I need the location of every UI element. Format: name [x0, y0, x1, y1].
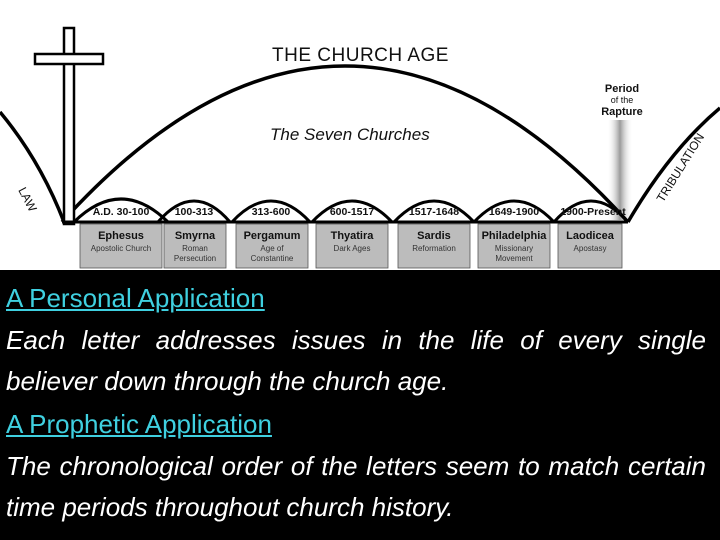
church-age-dome [60, 64, 630, 224]
svg-text:Sardis: Sardis [417, 230, 451, 242]
svg-text:100-313: 100-313 [175, 206, 214, 218]
church-age-diagram: THE CHURCH AGE The Seven Churches LAW TR… [0, 0, 720, 270]
svg-text:Laodicea: Laodicea [566, 230, 615, 242]
svg-text:A.D. 30-100: A.D. 30-100 [93, 206, 150, 218]
law-arc [0, 110, 66, 223]
svg-text:Pergamum: Pergamum [244, 230, 301, 242]
svg-text:Apostasy: Apostasy [574, 244, 607, 253]
diagram-subtitle: The Seven Churches [270, 125, 430, 144]
prophetic-application-heading: A Prophetic Application [6, 409, 272, 439]
svg-text:1900-Present: 1900-Present [560, 206, 626, 218]
era-labels: A.D. 30-100 100-313 313-600 600-1517 151… [93, 206, 627, 218]
law-label: LAW [15, 185, 40, 215]
tribulation-label: TRIBULATION [654, 131, 707, 205]
svg-text:Rapture: Rapture [601, 106, 643, 118]
svg-text:1517-1648: 1517-1648 [409, 206, 459, 218]
church-names: Ephesus Smyrna Pergamum Thyatira Sardis … [98, 230, 615, 242]
personal-application-heading: A Personal Application [6, 283, 265, 313]
svg-text:Roman: Roman [182, 244, 208, 253]
svg-text:313-600: 313-600 [252, 206, 291, 218]
svg-text:Age of: Age of [260, 244, 284, 253]
svg-text:Dark Ages: Dark Ages [334, 244, 371, 253]
cross-icon [33, 26, 105, 226]
church-arches [72, 197, 630, 224]
svg-text:Reformation: Reformation [412, 244, 456, 253]
svg-text:Persecution: Persecution [174, 254, 216, 263]
svg-text:Apostolic Church: Apostolic Church [91, 244, 151, 253]
svg-text:1649-1900: 1649-1900 [489, 206, 539, 218]
prophetic-application-body: The chronological order of the letters s… [6, 451, 706, 522]
svg-text:Thyatira: Thyatira [331, 230, 375, 242]
diagram-title: THE CHURCH AGE [272, 45, 449, 66]
svg-text:of the: of the [611, 95, 634, 105]
svg-text:Missionary: Missionary [495, 244, 533, 253]
tribulation-arc [626, 106, 720, 223]
rapture-label: Period of the Rapture [601, 83, 643, 118]
svg-text:Period: Period [605, 83, 639, 95]
svg-text:Constantine: Constantine [251, 254, 294, 263]
svg-text:Ephesus: Ephesus [98, 230, 144, 242]
church-descriptions: Apostolic Church Roman Persecution Age o… [91, 244, 607, 263]
personal-application-body: Each letter addresses issues in the life… [6, 325, 706, 396]
text-panel: A Personal Application Each letter addre… [6, 276, 706, 528]
svg-text:Movement: Movement [495, 254, 533, 263]
svg-text:Philadelphia: Philadelphia [482, 230, 548, 242]
church-columns [79, 223, 623, 269]
svg-text:Smyrna: Smyrna [175, 230, 216, 242]
svg-text:600-1517: 600-1517 [330, 206, 375, 218]
